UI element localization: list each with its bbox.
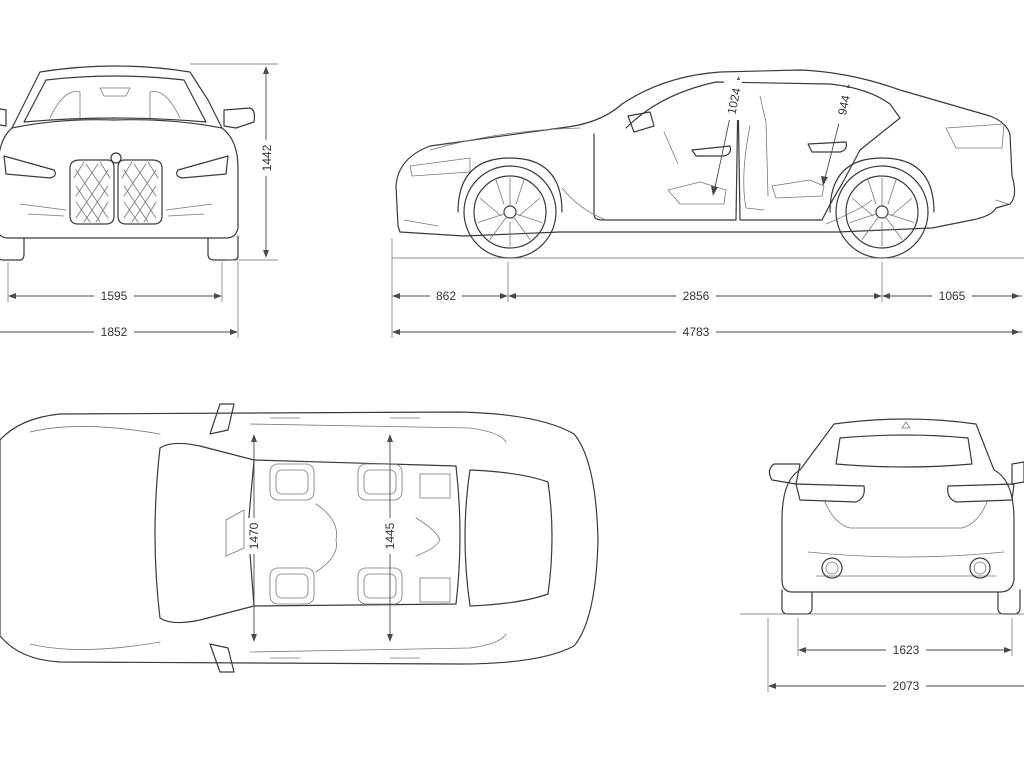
rear-shoulder-width-label: 1445 <box>383 522 397 549</box>
front-overhang-label: 862 <box>436 289 456 303</box>
side-view <box>395 69 1016 259</box>
overall-length-label: 4783 <box>683 325 710 339</box>
seat-rear-left <box>357 463 403 501</box>
side-body-outline <box>395 69 1016 237</box>
front-mirror-left <box>0 108 7 127</box>
exhaust-right <box>969 557 991 579</box>
rear-headroom-label: 944 <box>835 94 853 117</box>
rear-mirror-left <box>768 463 801 485</box>
rear-track-label: 1623 <box>893 643 920 657</box>
front-door-handle <box>691 145 731 157</box>
side-taillight <box>945 123 1005 149</box>
top-roof <box>253 459 461 607</box>
side-door-rear <box>737 91 901 221</box>
side-window-line <box>625 81 901 129</box>
front-mirror-right <box>223 107 256 129</box>
top-body-outline <box>0 411 599 665</box>
exhaust-left <box>821 557 843 579</box>
front-headroom-label: 1024 <box>724 86 743 115</box>
kidney-grille-left <box>69 159 115 225</box>
side-length-dimensions: 862 2856 1065 4783 <box>391 238 1024 340</box>
side-headroom-dimensions: 1024 944 <box>711 76 853 196</box>
wheelbase-label: 2856 <box>683 289 710 303</box>
rear-overhang-label: 1065 <box>939 289 966 303</box>
top-mirror-lower <box>209 643 235 673</box>
top-rear-window <box>464 469 553 607</box>
seat-front-right <box>269 567 315 605</box>
rear-door-handle <box>807 141 847 153</box>
rear-dimensions: 1623 2073 <box>740 613 1024 694</box>
top-windshield <box>154 442 255 624</box>
front-windshield <box>23 75 207 123</box>
front-height-label: 1442 <box>260 144 274 171</box>
rear-body-outline <box>781 418 1015 593</box>
top-view <box>0 403 599 673</box>
side-mirror <box>627 111 655 133</box>
kidney-grille-right <box>117 159 163 225</box>
front-track-label: 1595 <box>101 289 128 303</box>
top-mirror-upper <box>209 403 235 435</box>
rear-taillight-left <box>795 483 865 503</box>
front-dimensions: 1442 1595 1852 <box>0 63 278 340</box>
rear-mirror-right <box>1011 461 1024 485</box>
rear-wheel <box>835 165 929 259</box>
top-dimensions: 1470 1445 <box>246 434 398 642</box>
front-view <box>0 65 256 261</box>
rear-window <box>835 434 973 468</box>
front-shoulder-width-label: 1470 <box>247 522 261 549</box>
front-wheel <box>463 165 557 259</box>
width-with-mirrors-label: 2073 <box>893 679 920 693</box>
side-headlight <box>409 157 471 177</box>
rear-taillight-right <box>947 483 1015 503</box>
seat-rear-right <box>357 567 403 605</box>
front-width-label: 1852 <box>101 325 128 339</box>
rear-view <box>768 418 1024 615</box>
front-headlight-right <box>176 155 229 179</box>
seat-front-left <box>269 463 315 501</box>
front-body-outline <box>0 65 239 239</box>
front-badge-icon <box>110 152 122 164</box>
front-headlight-left <box>3 155 56 179</box>
